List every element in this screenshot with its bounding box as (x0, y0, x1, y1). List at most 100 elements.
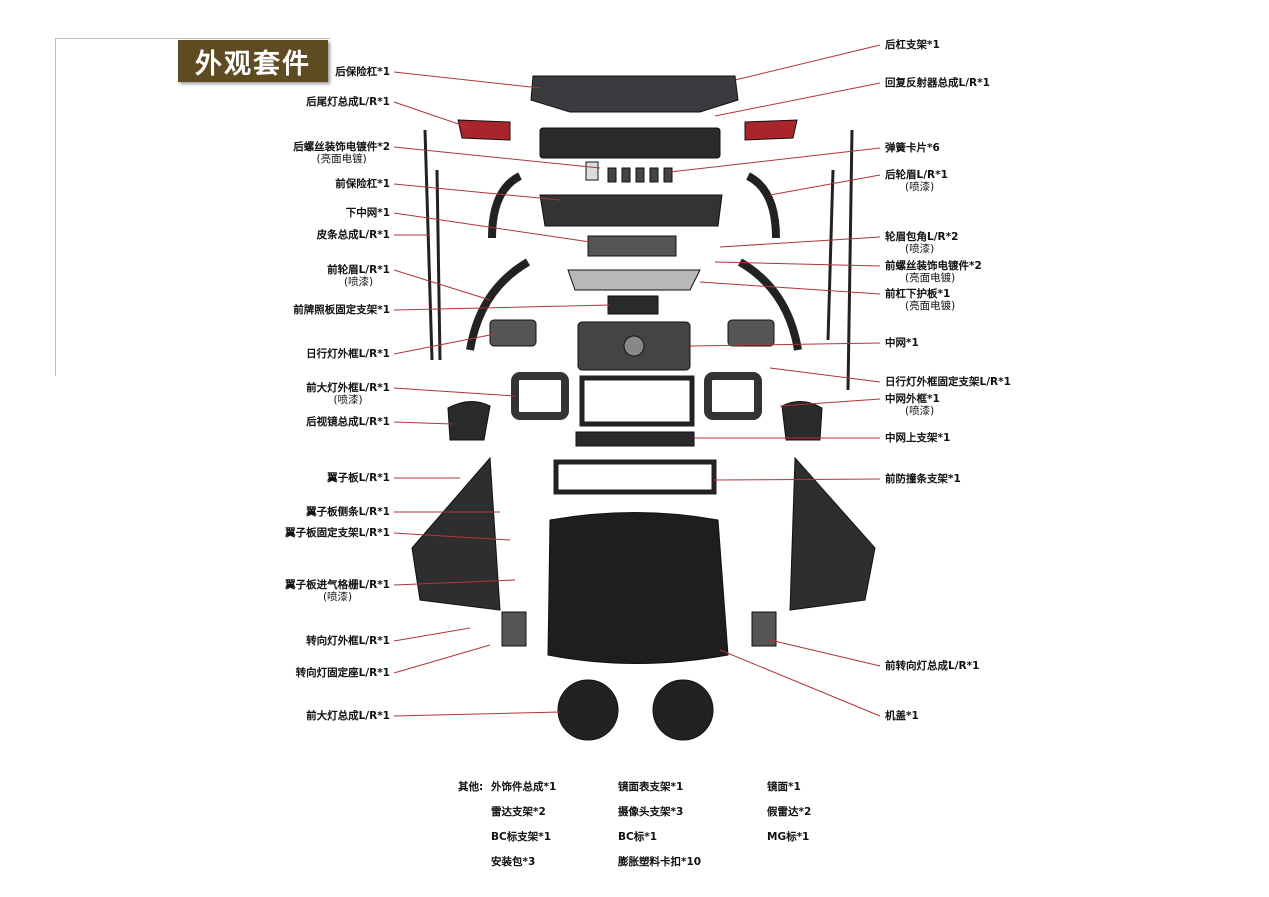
spring-clips (607, 167, 673, 183)
grille-frame (579, 375, 695, 427)
license-bracket (607, 295, 659, 315)
other-item: 安装包*3 (491, 856, 536, 868)
right-part-label: 前螺丝装饰电镀件*2(亮面电镀) (885, 260, 982, 284)
part-finish: (喷漆) (905, 243, 935, 255)
tail-light-left (457, 119, 511, 141)
part-name: 后轮眉L/R*1 (885, 169, 948, 181)
leader-line (669, 147, 881, 173)
other-item: MG标*1 (767, 831, 810, 843)
lower-grille (587, 235, 677, 257)
drl-frame-right (727, 319, 775, 347)
part-name: 前螺丝装饰电镀件*2 (885, 260, 982, 272)
leader-line (393, 532, 511, 541)
part-name: 翼子板L/R*1 (327, 472, 390, 484)
part-name: 后视镜总成L/R*1 (306, 416, 390, 428)
left-part-label: 后视镜总成L/R*1 (306, 416, 390, 428)
leader-line (719, 236, 881, 248)
part-name: 日行灯外框L/R*1 (306, 348, 390, 360)
leader-line (719, 649, 881, 717)
rear-bumper-bracket (539, 127, 721, 159)
wheel-arch-rear-left (488, 172, 523, 239)
right-part-label: 后轮眉L/R*1(喷漆) (885, 169, 948, 193)
right-part-label: 弹簧卡片*6 (885, 142, 940, 154)
leader-line (393, 146, 601, 169)
part-name: 翼子板固定支架L/R*1 (285, 527, 390, 539)
wheel-arch-rear-right (745, 172, 780, 239)
left-part-label: 转向灯外框L/R*1 (306, 635, 390, 647)
left-part-label: 后尾灯总成L/R*1 (306, 96, 390, 108)
fender-right (789, 456, 876, 611)
front-bumper (539, 194, 723, 227)
leader-line (393, 387, 516, 397)
part-finish: (亮面电镀) (905, 300, 956, 312)
right-part-label: 日行灯外框固定支架L/R*1 (885, 376, 1011, 388)
grille-emblem (623, 335, 645, 357)
other-item: 外饰件总成*1 (491, 781, 557, 793)
other-item: 雷达支架*2 (491, 806, 546, 818)
rear-screw-trim (585, 161, 599, 181)
turn-signal-left (501, 611, 527, 647)
part-name: 后螺丝装饰电镀件*2 (293, 141, 390, 153)
part-name: 后保险杠*1 (335, 66, 390, 78)
part-name: 前轮眉L/R*1 (327, 264, 390, 276)
leader-line (393, 579, 516, 586)
left-part-label: 前轮眉L/R*1(喷漆) (327, 264, 390, 288)
left-part-label: 前大灯总成L/R*1 (306, 710, 390, 722)
left-part-label: 后螺丝装饰电镀件*2(亮面电镀) (293, 141, 390, 165)
leader-line (393, 212, 591, 243)
other-item: 假雷达*2 (767, 806, 812, 818)
right-part-label: 机盖*1 (885, 710, 919, 722)
left-part-label: 转向灯固定座L/R*1 (296, 667, 390, 679)
part-name: 皮条总成L/R*1 (316, 229, 390, 241)
leader-line (689, 342, 881, 347)
left-part-label: 翼子板侧条L/R*1 (306, 506, 390, 518)
leader-line (393, 711, 561, 717)
part-name: 机盖*1 (885, 710, 919, 722)
part-name: 回复反射器总成L/R*1 (885, 77, 990, 89)
right-part-label: 前转向灯总成L/R*1 (885, 660, 979, 672)
grille-upper-bracket (575, 431, 695, 447)
side-strips (423, 129, 854, 391)
part-name: 日行灯外框固定支架L/R*1 (885, 376, 1011, 388)
headlight-left (557, 679, 619, 741)
right-part-label: 轮眉包角L/R*2(喷漆) (885, 231, 958, 255)
part-finish: (亮面电镀) (905, 272, 956, 284)
part-name: 中网*1 (885, 337, 919, 349)
leader-line (393, 71, 541, 89)
leader-line (393, 333, 496, 355)
mirror-left (447, 401, 491, 441)
left-part-label: 后保险杠*1 (335, 66, 390, 78)
left-part-label: 前大灯外框L/R*1(喷漆) (306, 382, 390, 406)
left-part-label: 日行灯外框L/R*1 (306, 348, 390, 360)
front-skid-plate (567, 269, 701, 291)
right-part-label: 前杠下护板*1(亮面电镀) (885, 288, 955, 312)
leader-line (714, 261, 881, 267)
leader-line (713, 478, 881, 481)
wheel-arch-front-left (466, 258, 531, 351)
part-name: 前杠下护板*1 (885, 288, 951, 300)
right-part-label: 后杠支架*1 (885, 39, 940, 51)
leader-line (393, 101, 471, 129)
left-part-label: 翼子板L/R*1 (327, 472, 390, 484)
right-part-label: 中网外框*1(喷漆) (885, 393, 940, 417)
part-finish: (喷漆) (343, 276, 374, 288)
rear-bumper (530, 75, 739, 113)
part-name: 后尾灯总成L/R*1 (306, 96, 390, 108)
part-name: 前大灯外框L/R*1 (306, 382, 390, 394)
others-heading: 其他: (458, 781, 484, 793)
part-finish: (喷漆) (905, 405, 935, 417)
leader-line (769, 639, 881, 667)
part-finish: (喷漆) (333, 394, 363, 406)
left-part-label: 下中网*1 (346, 207, 390, 219)
tail-light-right (744, 119, 798, 141)
frame-line-left (55, 38, 56, 376)
leader-line (393, 304, 611, 311)
left-part-label: 前牌照板固定支架*1 (293, 304, 390, 316)
wheel-arch-front-right (737, 258, 802, 351)
leader-line (393, 269, 491, 301)
left-part-label: 前保险杠*1 (335, 178, 390, 190)
leader-line (393, 644, 491, 674)
part-name: 弹簧卡片*6 (885, 142, 940, 154)
part-name: 前保险杠*1 (335, 178, 390, 190)
